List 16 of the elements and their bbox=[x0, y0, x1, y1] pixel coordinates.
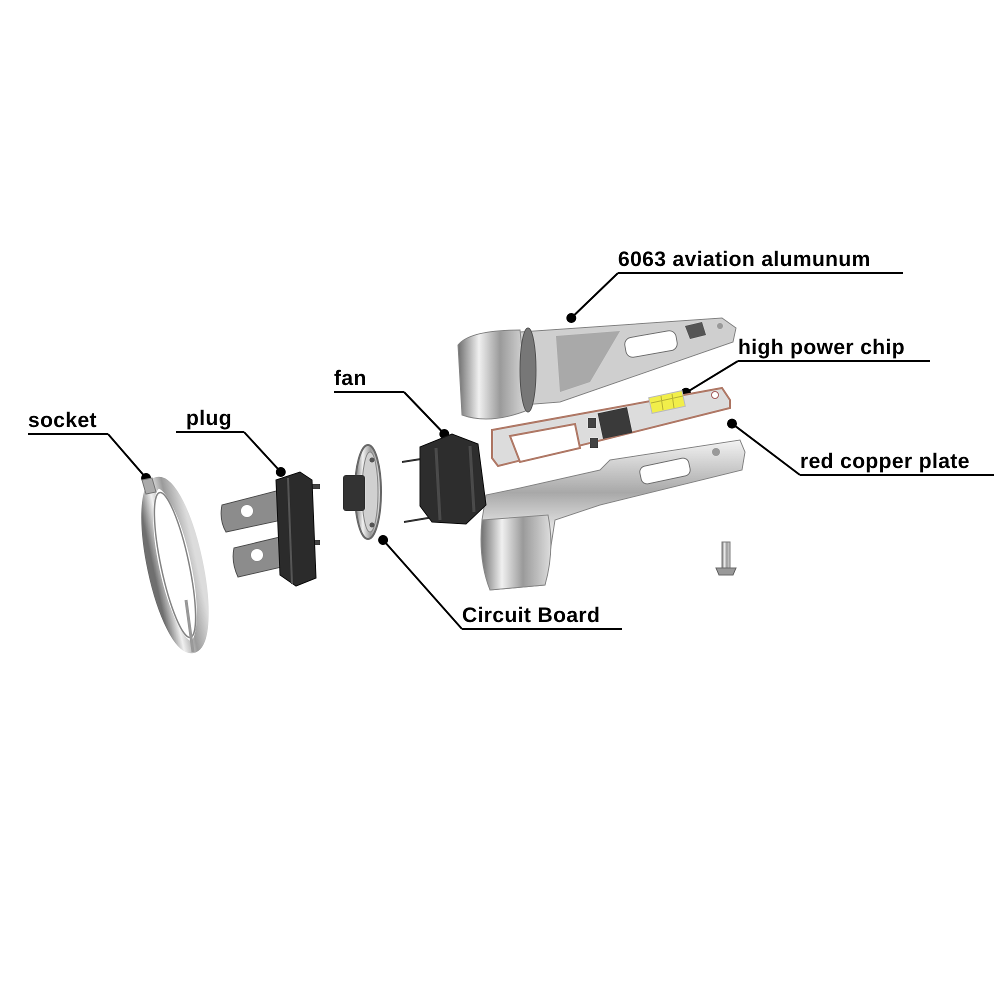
copper-plate-drawing bbox=[490, 386, 732, 470]
leader-line bbox=[727, 418, 801, 476]
part-label: socket bbox=[28, 408, 108, 435]
part-label: plug bbox=[176, 406, 244, 433]
led-chip-drawing bbox=[648, 392, 686, 412]
part-label: red copper plate bbox=[800, 449, 994, 476]
part-label: fan bbox=[334, 366, 404, 393]
part-label: high power chip bbox=[738, 335, 930, 362]
circuit-board-drawing bbox=[340, 445, 384, 540]
part-label: 6063 aviation alumunum bbox=[618, 247, 903, 274]
fan-drawing bbox=[400, 434, 486, 526]
leader-line bbox=[243, 431, 286, 477]
part-label: Circuit Board bbox=[462, 603, 622, 630]
leader-line bbox=[378, 535, 463, 630]
leader-line bbox=[566, 272, 619, 323]
leader-line bbox=[403, 391, 450, 439]
